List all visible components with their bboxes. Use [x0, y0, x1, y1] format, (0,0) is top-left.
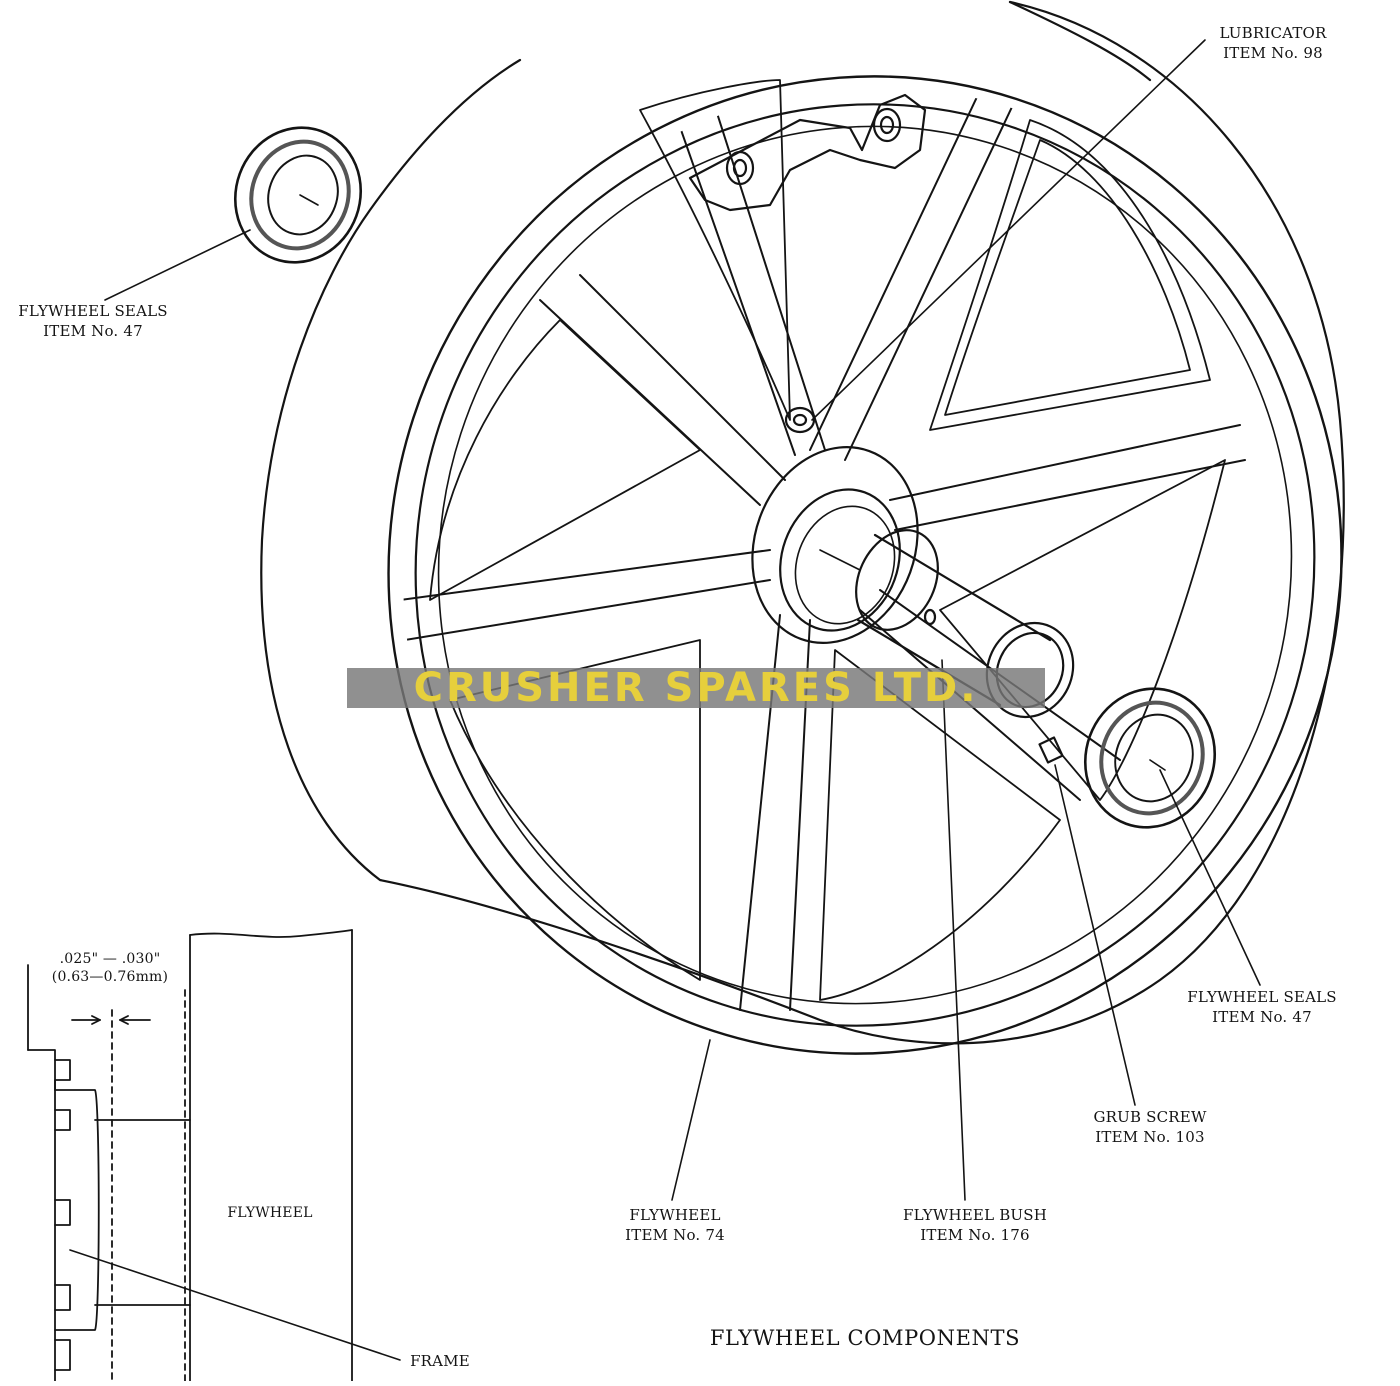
label-bush-name: FLYWHEEL BUSH	[902, 1206, 1048, 1224]
flywheel-rim	[260, 0, 1345, 1055]
flywheel-hub	[751, 406, 919, 644]
label-flywheel-section-text: FLYWHEEL	[227, 1205, 313, 1221]
section-detail	[27, 929, 353, 1382]
watermark-text: CRUSHER SPARES LTD.	[413, 665, 979, 711]
flywheel-seal-right	[1083, 687, 1217, 829]
lubricator-bracket	[688, 93, 927, 212]
flywheel-seal-top	[233, 126, 363, 264]
label-seals-right-item: ITEM No. 47	[1212, 1007, 1312, 1026]
label-flywheel: FLYWHEEL ITEM No. 74	[600, 1206, 750, 1246]
label-seals-right: FLYWHEEL SEALS ITEM No. 47	[1172, 988, 1352, 1028]
label-seals-top: FLYWHEEL SEALS ITEM No. 47	[0, 302, 186, 342]
flywheel-windows	[429, 79, 1226, 1001]
label-seals-right-name: FLYWHEEL SEALS	[1187, 988, 1337, 1006]
label-clearance: .025" — .030" (0.63—0.76mm)	[30, 950, 190, 987]
label-flywheel-name: FLYWHEEL	[629, 1206, 721, 1224]
watermark-band: CRUSHER SPARES LTD.	[347, 668, 1045, 708]
label-lubricator: LUBRICATOR ITEM No. 98	[1188, 24, 1358, 64]
label-bush-item: ITEM No. 176	[920, 1225, 1030, 1244]
label-grub-screw-item: ITEM No. 103	[1095, 1127, 1205, 1146]
grub-screw	[1038, 736, 1064, 764]
label-lubricator-name: LUBRICATOR	[1219, 24, 1327, 42]
label-lubricator-item: ITEM No. 98	[1223, 43, 1323, 62]
flywheel-spokes	[399, 59, 1246, 1011]
label-flywheel-section: FLYWHEEL	[205, 1204, 335, 1222]
leader-lines	[69, 39, 1261, 1361]
label-frame-name: FRAME	[410, 1352, 470, 1370]
diagram-title: FLYWHEEL COMPONENTS	[709, 1326, 1021, 1350]
label-frame: FRAME	[395, 1352, 485, 1372]
label-grub-screw: GRUB SCREW ITEM No. 103	[1075, 1108, 1225, 1148]
label-bush: FLYWHEEL BUSH ITEM No. 176	[885, 1206, 1065, 1246]
label-clearance-mm: (0.63—0.76mm)	[51, 969, 169, 986]
label-clearance-inches: .025" — .030"	[59, 951, 161, 967]
label-grub-screw-name: GRUB SCREW	[1093, 1108, 1207, 1126]
label-seals-top-item: ITEM No. 47	[43, 321, 143, 340]
label-flywheel-item: ITEM No. 74	[625, 1225, 725, 1244]
label-seals-top-name: FLYWHEEL SEALS	[18, 302, 168, 320]
